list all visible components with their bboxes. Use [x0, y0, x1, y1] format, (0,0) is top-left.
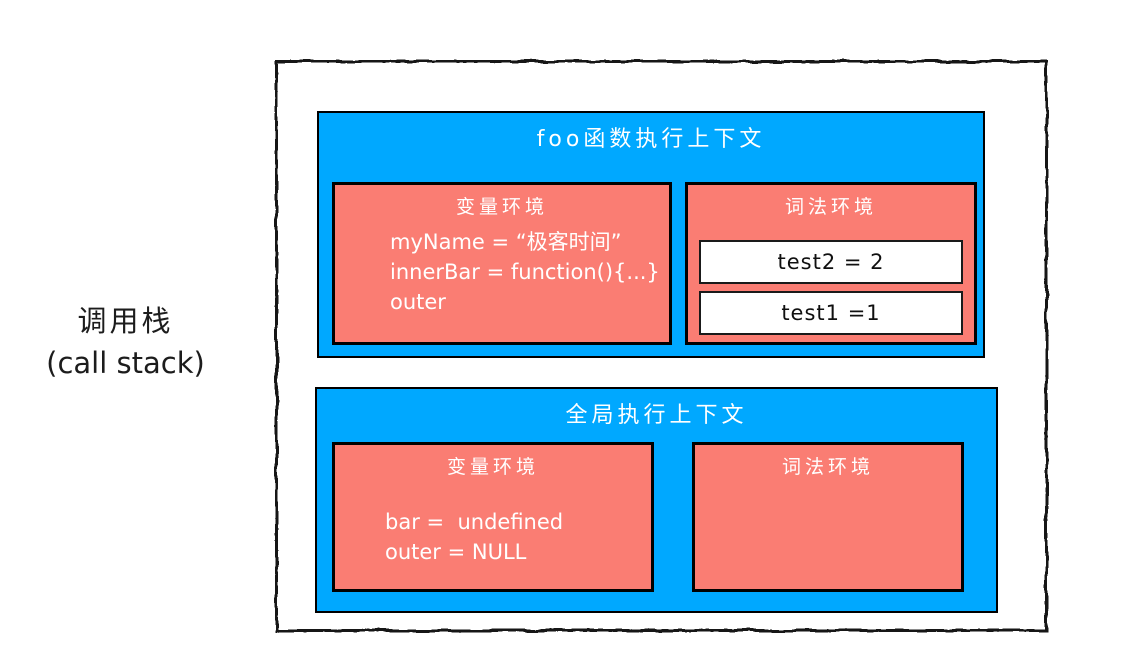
foo-lexical-environment: 词法环境 test2 = 2 test1 =1	[685, 182, 977, 345]
call-stack-frame	[275, 60, 1048, 632]
variable-entry-myname: myName = “极客时间”	[390, 230, 622, 254]
lexical-slot-test2: test2 = 2	[699, 240, 963, 284]
foo-variable-environment-title: 变量环境	[455, 196, 548, 218]
variable-entry-bar: bar = undefined	[385, 510, 564, 534]
variable-entry-innerbar: innerBar = function(){...}	[390, 260, 660, 284]
foo-context-title: foo函数执行上下文	[536, 127, 766, 152]
call-stack-label: 调用栈 (call stack)	[18, 300, 233, 384]
global-execution-context: 全局执行上下文 变量环境 bar = undefined outer = NUL…	[315, 387, 998, 613]
global-variable-environment: 变量环境 bar = undefined outer = NULL	[332, 442, 654, 592]
foo-execution-context: foo函数执行上下文 变量环境 myName = “极客时间” innerBar…	[317, 111, 985, 358]
global-variable-environment-title: 变量环境	[446, 456, 539, 478]
foo-lexical-environment-title: 词法环境	[784, 196, 877, 218]
lexical-slot-test1: test1 =1	[699, 291, 963, 335]
global-variable-list: bar = undefined outer = NULL	[335, 507, 651, 567]
global-lexical-environment: 词法环境	[692, 442, 964, 592]
call-stack-label-en: (call stack)	[46, 346, 205, 380]
variable-entry-outer-null: outer = NULL	[385, 540, 527, 564]
global-lexical-environment-title: 词法环境	[781, 456, 874, 478]
foo-variable-environment: 变量环境 myName = “极客时间” innerBar = function…	[332, 182, 672, 345]
foo-variable-list: myName = “极客时间” innerBar = function(){..…	[335, 227, 669, 317]
variable-entry-outer: outer	[390, 290, 446, 314]
call-stack-label-zh: 调用栈	[77, 304, 174, 338]
global-context-title: 全局执行上下文	[565, 403, 748, 428]
